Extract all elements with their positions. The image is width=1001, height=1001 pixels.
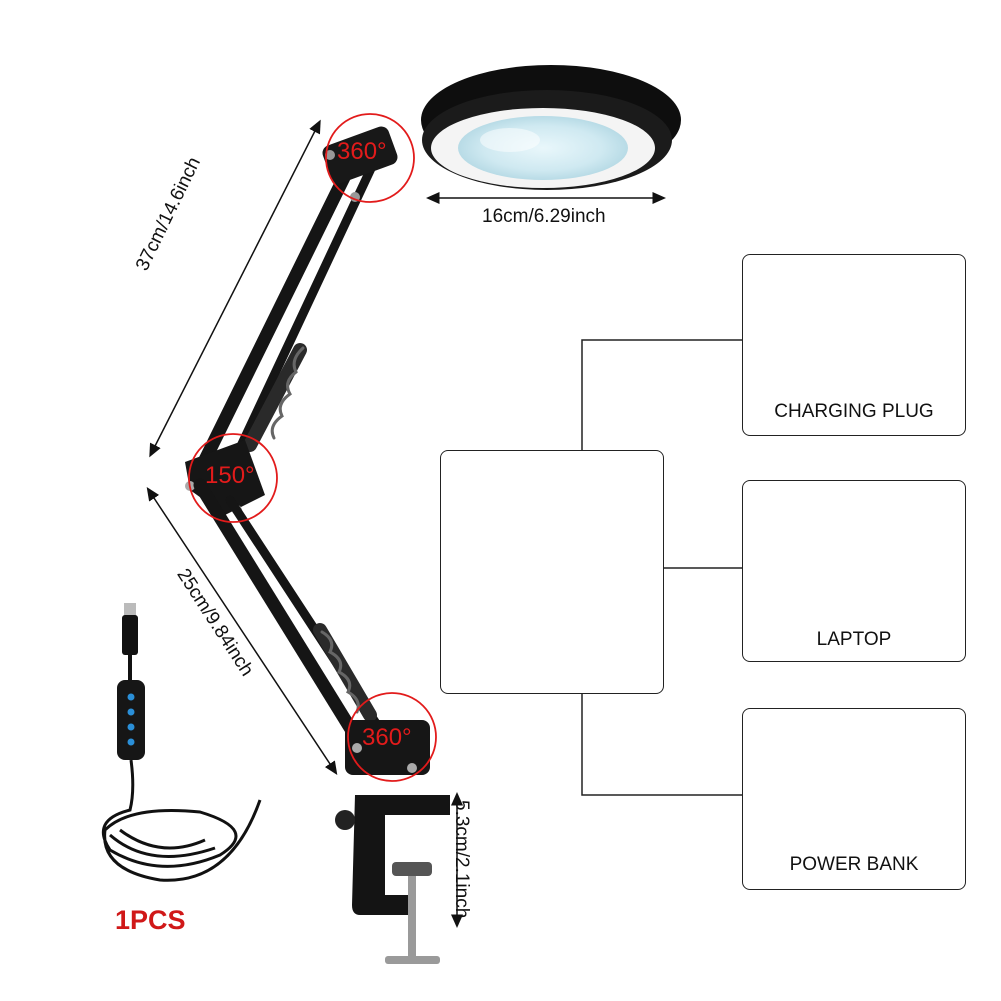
base-joint [345, 720, 430, 775]
power-option-label: CHARGING PLUG [774, 401, 934, 422]
clamp-opening-label: 5.3cm/2.1inch [451, 800, 472, 919]
elbow-rotation-angle: 150° [205, 462, 255, 489]
power-option-label: POWER BANK [789, 854, 919, 875]
magnifier-lamp-head [421, 65, 681, 190]
quantity-label: 1PCS [115, 905, 186, 935]
head-joint [322, 126, 398, 202]
lens-diameter-label: 16cm/6.29inch [482, 206, 606, 227]
power-option-power-bank: POWER BANK [742, 708, 966, 890]
power-option-label: LAPTOP [816, 629, 892, 650]
desk-clamp [335, 795, 450, 964]
head-rotation-angle: 360° [337, 138, 387, 165]
base-rotation-angle: 360° [362, 724, 412, 751]
power-option-laptop: LAPTOP [742, 480, 966, 662]
connector-lines [581, 339, 742, 796]
power-option-charging-plug: CHARGING PLUG [742, 254, 966, 436]
dimension-arrows [146, 119, 666, 928]
magnifier-lens [458, 116, 628, 180]
usb-cable-box [440, 450, 664, 694]
dimmer-switch [117, 680, 145, 760]
upper-arm [193, 138, 380, 485]
usb-cable-with-switch [101, 603, 262, 882]
